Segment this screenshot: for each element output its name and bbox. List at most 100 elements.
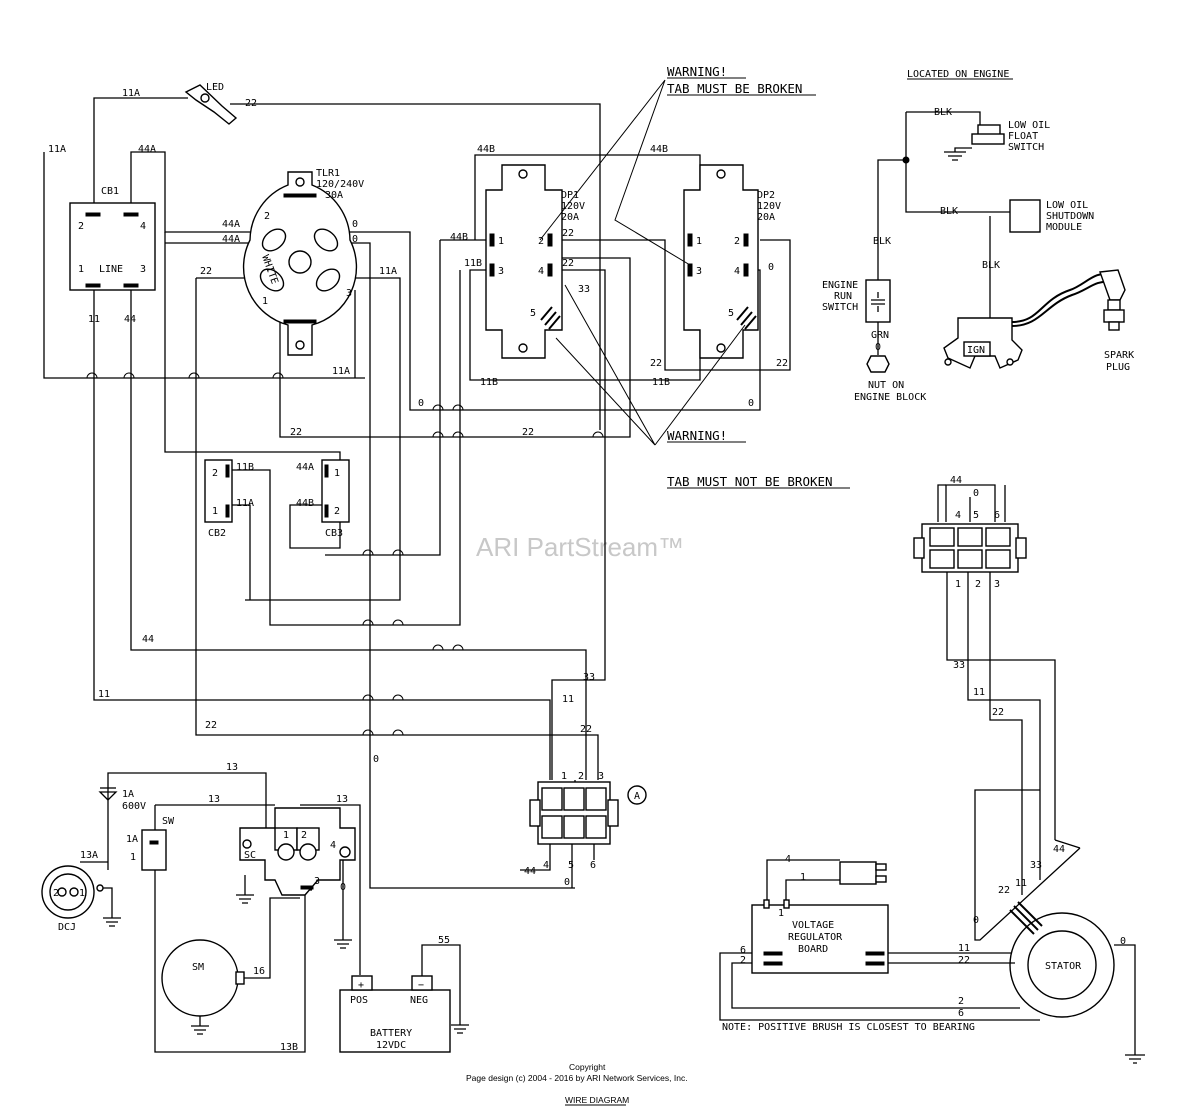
wire-label: 22 [776, 358, 788, 369]
wire-label: NEG [410, 995, 428, 1006]
wire-label: 4 [330, 840, 336, 851]
wire-label: BLK [873, 236, 891, 247]
wire-label: 44B [450, 232, 468, 243]
main-wire-labels: 11A 22 11A 44A 44A 44A 0 0 22 11A 11 44 … [48, 88, 788, 765]
wire-label: 33 [953, 660, 965, 671]
wire-label: WARNING! [667, 64, 727, 79]
wire-label: GRN [871, 330, 889, 341]
wire-label: 13B [280, 1042, 298, 1053]
wire-label: 4 [538, 266, 544, 277]
wire-label: FLOAT [1008, 131, 1038, 142]
wire-label: 4 [785, 854, 791, 865]
wire-label: 33 [1030, 860, 1042, 871]
wire-label: SW [162, 816, 175, 827]
wire-label: 22 [562, 228, 574, 239]
wire-label: 0 [352, 234, 358, 245]
wire-label: 1 [561, 771, 567, 782]
wire-label: 13A [80, 850, 98, 861]
wire-label: LOCATED ON ENGINE [907, 69, 1009, 80]
engine-run-switch: ENGINE RUN SWITCH GRN 0 NUT ON ENGINE BL… [822, 279, 926, 403]
wire-label: 6 [958, 1008, 964, 1019]
wire-label: 0 [418, 398, 424, 409]
footer: Copyright Page design (c) 2004 - 2016 by… [466, 1062, 688, 1106]
wire-label: LOW OIL [1008, 120, 1050, 131]
wire-label: 22 [205, 720, 217, 731]
wire-label: 2 [334, 506, 340, 517]
wire-label: 4 [955, 510, 961, 521]
wire-label: 16 [253, 966, 265, 977]
wire-label: ENGINE [822, 280, 858, 291]
main-ac-wiring [43, 97, 791, 889]
wire-label: SHUTDOWN [1046, 211, 1094, 222]
dcj-dc-jack: 2 1 DCJ [41, 865, 121, 933]
wire-label: 44 [950, 475, 962, 486]
dp2-label: DP2 [757, 190, 775, 201]
cb3-label: CB3 [325, 528, 343, 539]
wire-label: 1 [130, 852, 136, 863]
wire-label: 22 [522, 427, 534, 438]
wire-label: 4 [734, 266, 740, 277]
cb1-label: CB1 [101, 186, 119, 197]
wire-label: 3 [140, 264, 146, 275]
wire-label: 11B [652, 377, 670, 388]
wire-label: 22 [200, 266, 212, 277]
wire-label: 11B [480, 377, 498, 388]
wire-label: 3 [696, 266, 702, 277]
wire-label: 0 [973, 488, 979, 499]
wire-label: VOLTAGE [792, 920, 834, 931]
sw-switch: SW 1A 1 [126, 816, 175, 871]
wire-label: 13 [226, 762, 238, 773]
wire-label: 20A [757, 212, 775, 223]
wire-label: 1 [696, 236, 702, 247]
watermark: ARI PartStream™ [476, 532, 684, 562]
tlr1-label: TLR1 [316, 168, 340, 179]
wire-label: 13 [336, 794, 348, 805]
wire-label: 22 [245, 98, 257, 109]
wire-label: − [418, 980, 424, 991]
wire-label: SPARK [1104, 350, 1134, 361]
battery-12vdc: + − POS NEG BATTERY 12VDC 55 [339, 935, 469, 1053]
wire-label: NUT ON [868, 380, 904, 391]
wire-label: WARNING! [667, 428, 727, 443]
led: LED [184, 82, 238, 125]
wire-label: 11A [332, 366, 350, 377]
wire-label: 3 [346, 288, 352, 299]
dp2-duplex-receptacle: DP2 120V 20A 1 3 2 4 5 [683, 164, 781, 359]
wire-label: 1 [498, 236, 504, 247]
wire-label: 0 [1120, 936, 1126, 947]
wire-label: 44A [222, 234, 240, 245]
wire-label: 3 [598, 771, 604, 782]
ignition-module: IGN SPARK PLUG [943, 269, 1134, 373]
wire-label: SM [192, 962, 204, 973]
wire-label: IGN [967, 345, 985, 356]
cb2-circuit-breaker: 2 1 CB2 [204, 459, 233, 539]
wire-label: 2 [578, 771, 584, 782]
wire-label: BLK [940, 206, 958, 217]
cb1-line-label: LINE [99, 264, 123, 275]
wire-label: 120V [561, 201, 585, 212]
wire-label: TAB MUST NOT BE BROKEN [667, 474, 833, 489]
wire-label: 11B [236, 462, 254, 473]
dp1-duplex-receptacle: DP1 120V 20A 1 3 2 4 5 [485, 164, 585, 359]
wire-label: Page design (c) 2004 - 2016 by ARI Netwo… [466, 1073, 688, 1083]
wire-label: 11 [958, 943, 970, 954]
wire-label: BLK [934, 107, 952, 118]
wire-label: 0 [768, 262, 774, 273]
dp1-label: DP1 [561, 190, 579, 201]
wire-label: 11A [236, 498, 254, 509]
wire-label: 5 [568, 860, 574, 871]
wire-label: 1 [778, 908, 784, 919]
wire-label: 6 [740, 945, 746, 956]
wire-label: 600V [122, 801, 146, 812]
wire-label: 44A [138, 144, 156, 155]
warning-top: WARNING! TAB MUST BE BROKEN [667, 64, 816, 96]
voltage-regulator-board: VOLTAGE REGULATOR BOARD 1 6 2 [740, 899, 889, 974]
wire-label: 0 [748, 398, 754, 409]
wire-label: 33 [578, 284, 590, 295]
wire-label: 2 [212, 468, 218, 479]
wire-label: ENGINE BLOCK [854, 392, 926, 403]
wire-label: SWITCH [822, 302, 858, 313]
wire-label: 44 [1053, 844, 1065, 855]
wire-label: 5 [973, 510, 979, 521]
wire-label: 44 [142, 634, 154, 645]
